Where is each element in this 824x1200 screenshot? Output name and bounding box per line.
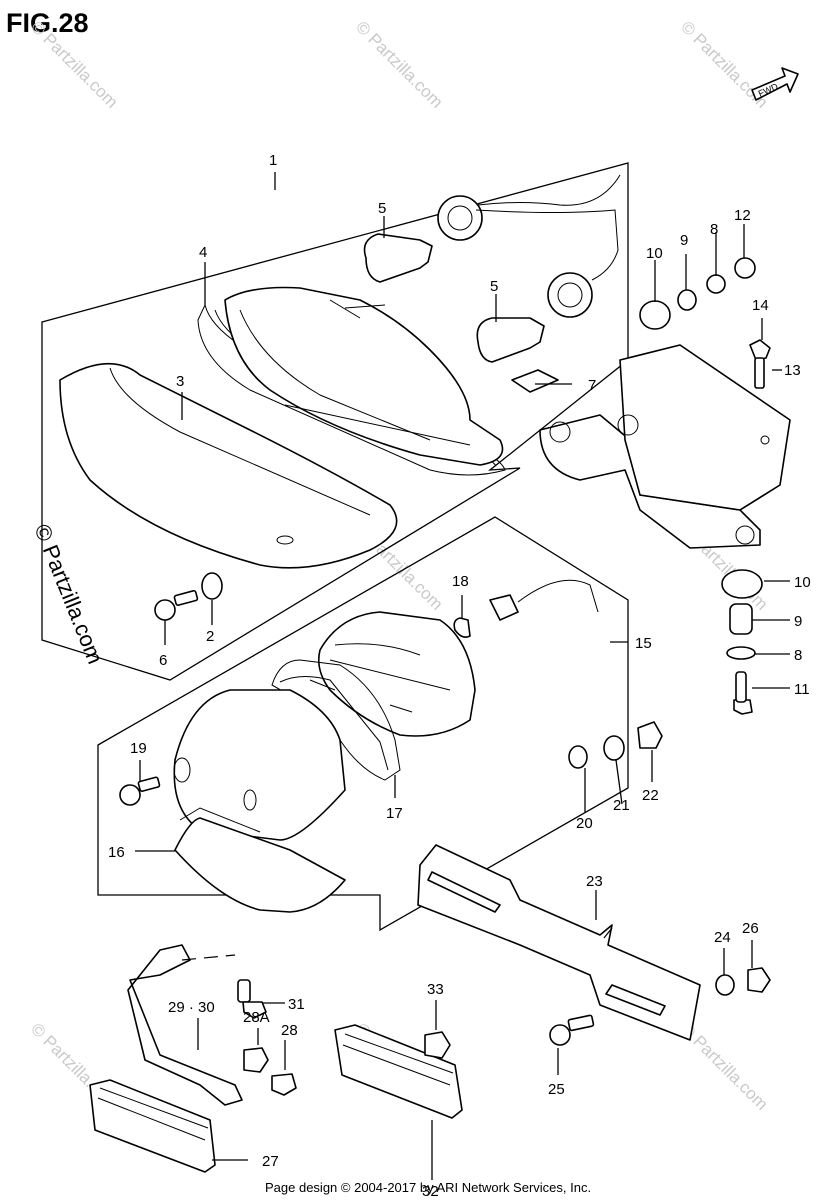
callout-13: 13: [784, 362, 801, 379]
figure-title: FIG.28: [6, 8, 89, 38]
watermark: © Partzilla.com: [352, 17, 446, 111]
bracket-29-30: [127, 944, 243, 1106]
nut-33: [424, 1031, 451, 1059]
callout-19: 19: [130, 740, 147, 757]
lens-16: [173, 689, 346, 913]
callout-32: 32: [422, 1183, 439, 1200]
housing-15: [309, 611, 476, 737]
reflector-27: [89, 1079, 216, 1173]
hardware-28-31: [237, 979, 297, 1096]
hardware-20-22: [568, 721, 663, 769]
callout-22: 22: [642, 787, 659, 804]
callout-21: 21: [613, 797, 630, 814]
callout-10-upper: 10: [646, 245, 663, 262]
callout-3: 3: [176, 373, 184, 390]
sockets: [437, 174, 621, 318]
callout-23: 23: [586, 873, 603, 890]
callout-20: 20: [576, 815, 593, 832]
bracket-13: [539, 344, 791, 549]
callout-9-upper: 9: [680, 232, 688, 249]
callout-33: 33: [427, 981, 444, 998]
callout-6: 6: [159, 652, 167, 669]
callout-5-lower: 5: [490, 278, 498, 295]
callout-5-upper: 5: [378, 200, 386, 217]
bulb-5-lower: [476, 317, 545, 363]
side-watermark: © Partzilla.com: [29, 521, 108, 668]
callout-8-upper: 8: [710, 221, 718, 238]
leader-lines: [135, 172, 790, 1180]
callout-1: 1: [269, 152, 277, 169]
bracket-23: [417, 844, 701, 1041]
fwd-arrow-icon: FWD: [751, 67, 799, 101]
callout-17: 17: [386, 805, 403, 822]
callout-15: 15: [635, 635, 652, 652]
callout-7: 7: [588, 377, 596, 394]
callout-28a: 28A: [243, 1009, 270, 1026]
callout-2: 2: [206, 628, 214, 645]
callout-4: 4: [199, 244, 207, 261]
callout-25: 25: [548, 1081, 565, 1098]
group-outline-15: [97, 516, 629, 932]
callout-labels: 1 2 3 4 5 5 6 7 8 8 9 9 10 10 11 12 13 1…: [108, 152, 811, 1200]
callout-26: 26: [742, 920, 759, 937]
callout-24: 24: [714, 929, 731, 946]
bulb-5-upper: [363, 233, 433, 283]
callout-31: 31: [288, 996, 305, 1013]
gasket-4: [197, 303, 506, 476]
callout-11: 11: [794, 681, 810, 698]
housing-1: [224, 286, 504, 466]
watermarks: © Partzilla.com © Partzilla.com © Partzi…: [27, 17, 771, 1113]
clip-7: [511, 369, 559, 393]
callout-14: 14: [752, 297, 769, 314]
reflector-32: [334, 1024, 463, 1119]
lens-3: [59, 362, 398, 569]
callout-28: 28: [281, 1022, 298, 1039]
callout-9-lower: 9: [794, 613, 802, 630]
screw-19: [119, 776, 161, 806]
hardware-upper-right: [639, 257, 771, 715]
callout-10-lower: 10: [794, 574, 811, 591]
callout-29-30: 29 · 30: [168, 999, 215, 1016]
hardware-24-26: [549, 967, 771, 1046]
callout-18: 18: [452, 573, 469, 590]
callout-16: 16: [108, 844, 125, 861]
bulb-18: [453, 579, 599, 638]
callout-27: 27: [262, 1153, 279, 1170]
callout-12: 12: [734, 207, 751, 224]
footer-credit: Page design © 2004-2017 by ARI Network S…: [265, 1180, 591, 1195]
callout-8-lower: 8: [794, 647, 802, 664]
screw-6-washer-2: [154, 572, 223, 621]
